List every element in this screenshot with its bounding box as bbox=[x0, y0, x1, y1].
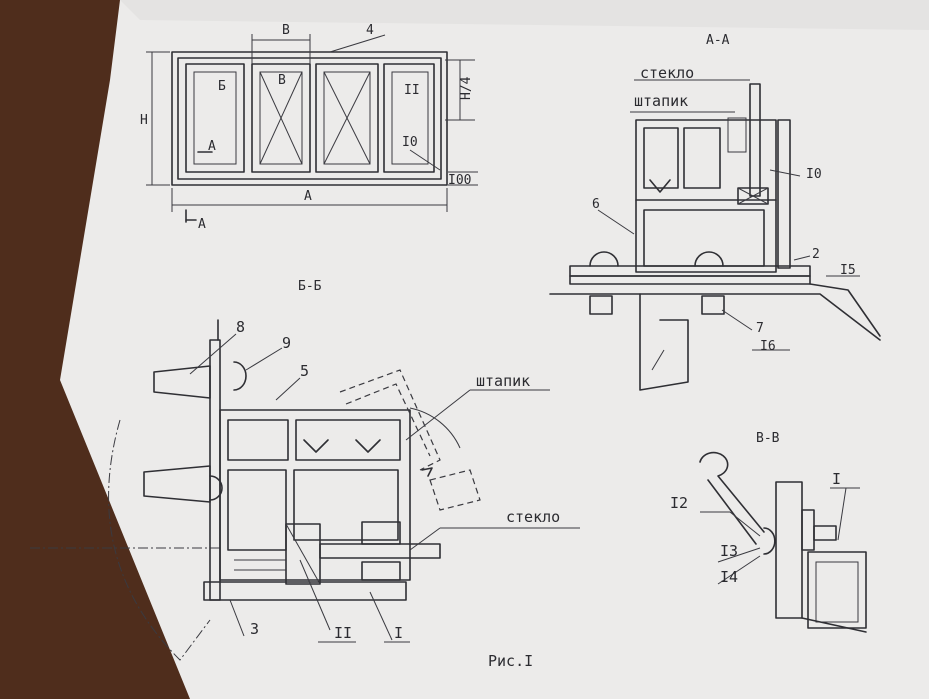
label-part-10-front: I0 bbox=[402, 135, 418, 150]
section-aa-title: А-А bbox=[706, 33, 730, 48]
label-h-quarter: H/4 bbox=[459, 76, 474, 100]
vv-label-part-i: I bbox=[832, 470, 841, 488]
aa-label-part-15: I5 bbox=[840, 263, 856, 278]
aa-glass bbox=[749, 83, 761, 197]
label-sash-b: Б bbox=[218, 79, 226, 94]
vv-handle bbox=[699, 451, 765, 533]
bb-label-part-9: 9 bbox=[282, 334, 291, 352]
bb-hinge-top bbox=[153, 365, 211, 399]
aa-frame-profile bbox=[635, 119, 777, 273]
bb-label-part-5: 5 bbox=[300, 362, 309, 380]
label-dim-100: I00 bbox=[448, 173, 471, 188]
aa-label-part-7: 7 bbox=[756, 321, 764, 336]
vv-frame-profile bbox=[807, 551, 867, 629]
aa-label-glass: стекло bbox=[640, 64, 694, 82]
label-sash-ii: II bbox=[404, 83, 420, 98]
label-section-a-inner: A bbox=[208, 139, 216, 154]
paper-sheet bbox=[60, 0, 929, 699]
bb-label-part-ii: II bbox=[334, 624, 352, 642]
sash-3 bbox=[315, 63, 379, 173]
vv-label-part-13: I3 bbox=[720, 542, 738, 560]
section-bb-title: Б-Б bbox=[298, 279, 322, 294]
section-vv: В-В I I2 I3 I4 bbox=[670, 431, 867, 633]
figure-caption: Рис.I bbox=[488, 652, 533, 670]
bb-frame-profile bbox=[219, 409, 411, 581]
bb-swing-arc bbox=[108, 419, 211, 661]
bb-open-sash-outline bbox=[339, 369, 441, 471]
vv-label-part-14: I4 bbox=[720, 568, 738, 586]
section-vv-title: В-В bbox=[756, 431, 780, 446]
label-sash-v: В bbox=[278, 73, 286, 88]
label-h: H bbox=[140, 113, 148, 128]
aa-label-part-16: I6 bbox=[760, 339, 776, 354]
sash-1 bbox=[185, 63, 245, 173]
aa-label-part-2: 2 bbox=[812, 247, 820, 262]
front-view: B 4 H H/4 Б В II I0 I00 A A A bbox=[140, 23, 478, 232]
bb-label-part-8: 8 bbox=[236, 318, 245, 336]
vv-label-part-12: I2 bbox=[670, 494, 688, 512]
label-overall-a: A bbox=[304, 189, 312, 204]
label-b-dim: B bbox=[282, 23, 290, 38]
sash-2 bbox=[251, 63, 311, 173]
section-aa: А-А стекло штапик bbox=[549, 33, 881, 391]
bb-hinge-bottom bbox=[143, 465, 211, 503]
label-part-4: 4 bbox=[366, 23, 374, 38]
bb-label-part-i: I bbox=[394, 624, 403, 642]
bb-label-part-3: 3 bbox=[250, 620, 259, 638]
paper-shade bbox=[120, 0, 929, 30]
bb-label-glass: стекло bbox=[506, 508, 560, 526]
sash-4 bbox=[383, 63, 435, 173]
section-bb: Б-Б bbox=[30, 279, 580, 661]
aa-label-part-6: 6 bbox=[592, 197, 600, 212]
aa-label-part-10: I0 bbox=[806, 167, 822, 182]
aa-label-bead: штапик bbox=[634, 92, 688, 110]
label-section-a-marker: A bbox=[198, 217, 206, 232]
bb-label-bead: штапик bbox=[476, 372, 530, 390]
